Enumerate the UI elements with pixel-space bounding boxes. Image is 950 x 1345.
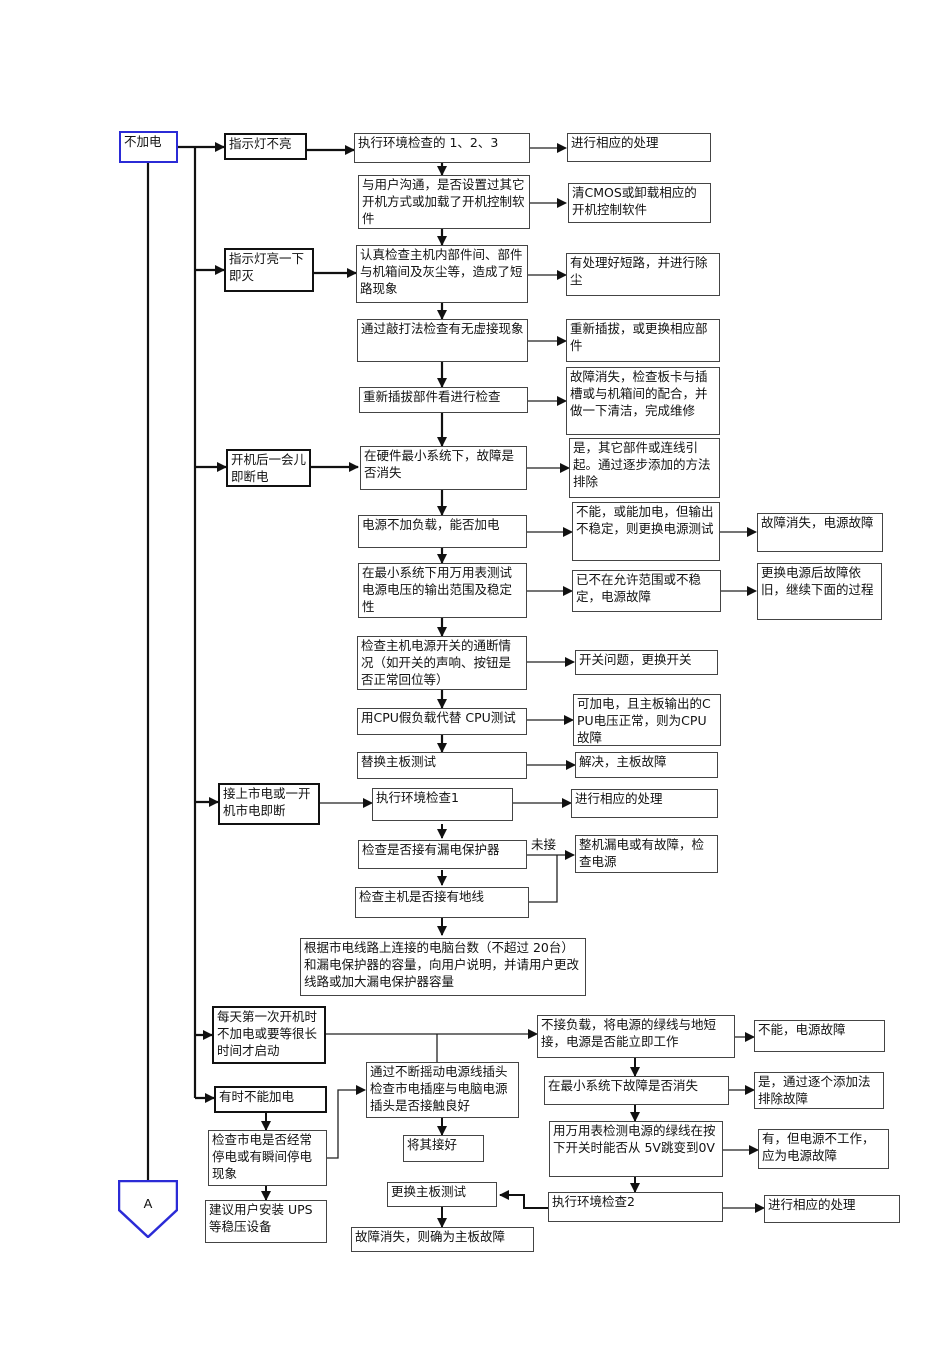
- result-handle[interactable]: 进行相应的处理: [567, 133, 711, 162]
- step-ground-wire[interactable]: 检查主机是否接有地线: [355, 887, 529, 918]
- result-reconnect[interactable]: 将其接好: [403, 1135, 484, 1162]
- connector-line: [529, 855, 558, 903]
- step-green-wire-short[interactable]: 不接负载，将电源的绿线与地短接，电源是否能立即工作: [537, 1015, 735, 1058]
- step-check-mains-outage[interactable]: 检查市电是否经常停电或有瞬间停电现象: [208, 1130, 327, 1186]
- step-leak-protector[interactable]: 检查是否接有漏电保护器: [358, 840, 527, 869]
- result-swap-psu[interactable]: 不能，或能加电，但输出不稳定，则更换电源测试: [572, 502, 720, 561]
- step-power-switch[interactable]: 检查主机电源开关的通断情况（如开关的声响、按钮是否正常回位等）: [357, 636, 527, 690]
- step-reseat[interactable]: 重新插拔部件看进行检查: [359, 387, 528, 413]
- result-env-check-1[interactable]: 进行相应的处理: [571, 789, 718, 818]
- step-advise-user-capacity[interactable]: 根据市电线路上连接的电脑台数（不超过 20台）和漏电保护器的容量，向用户说明，并…: [300, 938, 586, 996]
- step-wiggle-plug[interactable]: 通过不断摇动电源线插头检查市电插座与电脑电源插头是否接触良好: [366, 1062, 519, 1118]
- category-indicator-off[interactable]: 指示灯不亮: [224, 133, 307, 160]
- result-cpu-fault[interactable]: 可加电，且主板输出的CPU电压正常，则为CPU故障: [573, 694, 721, 746]
- step-short-circuit[interactable]: 认真检查主机内部件间、部件与机箱间及灰尘等，造成了短路现象: [356, 245, 528, 303]
- category-sometimes-no-power[interactable]: 有时不能加电: [214, 1086, 327, 1113]
- result-mb-fault-2[interactable]: 故障消失，则确为主板故障: [351, 1227, 534, 1252]
- step-ask-user[interactable]: 与用户沟通，是否设置过其它开机方式或加载了开机控制软件: [358, 175, 530, 229]
- result-continue[interactable]: 更换电源后故障依旧，继续下面的过程: [757, 563, 882, 620]
- category-power-off-soon[interactable]: 开机后一会儿即断电: [226, 449, 311, 487]
- result-clear-cmos[interactable]: 清CMOS或卸载相应的开机控制软件: [568, 183, 711, 223]
- root-node[interactable]: 不加电: [119, 131, 178, 163]
- offpage-connector-label: A: [143, 1196, 153, 1211]
- step-env-check-123[interactable]: 执行环境检查的 1、2、3: [354, 133, 530, 163]
- result-ups-advice[interactable]: 建议用户安装 UPS等稳压设备: [205, 1200, 327, 1243]
- result-reseat-replace[interactable]: 重新插拔，或更换相应部件: [566, 319, 720, 362]
- result-psu-fault-2[interactable]: 不能，电源故障: [754, 1020, 885, 1052]
- connector-line: [499, 1190, 548, 1209]
- result-mb-fault[interactable]: 解决，主板故障: [575, 752, 718, 778]
- step-env-check-1[interactable]: 执行环境检查1: [372, 788, 513, 821]
- branch-label-not-connected: 未接: [530, 837, 558, 853]
- category-indicator-blink[interactable]: 指示灯亮一下即灭: [224, 248, 314, 292]
- result-add-gradually[interactable]: 是，其它部件或连线引起。通过逐步添加的方法排除: [569, 438, 720, 498]
- step-env-check-2[interactable]: 执行环境检查2: [548, 1192, 723, 1222]
- result-replace-switch[interactable]: 开关问题，更换开关: [575, 650, 718, 675]
- offpage-connector-icon: [118, 1180, 178, 1238]
- step-min-system-2[interactable]: 在最小系统下故障是否消失: [544, 1076, 729, 1105]
- result-out-of-range[interactable]: 已不在允许范围或不稳定，电源故障: [572, 570, 721, 612]
- result-add-one-by-one[interactable]: 是，通过逐个添加法排除故障: [754, 1072, 884, 1109]
- result-clean-repair[interactable]: 故障消失，检查板卡与插槽或与机箱间的配合，并做一下清洁，完成维修: [566, 367, 720, 435]
- step-min-system[interactable]: 在硬件最小系统下，故障是否消失: [360, 446, 527, 490]
- step-psu-no-load[interactable]: 电源不加负载，能否加电: [358, 515, 527, 548]
- step-5v-to-0v[interactable]: 用万用表检测电源的绿线在按下开关时能否从 5V跳变到0V: [549, 1121, 723, 1177]
- category-first-boot[interactable]: 每天第一次开机时不加电或要等很长时间才启动: [212, 1006, 326, 1064]
- result-env-check-2[interactable]: 进行相应的处理: [764, 1195, 900, 1223]
- connector-line: [327, 1085, 366, 1159]
- step-tap-test[interactable]: 通过敲打法检查有无虚接现象: [357, 319, 528, 362]
- result-psu-fault[interactable]: 故障消失，电源故障: [757, 513, 883, 552]
- step-replace-mb[interactable]: 替换主板测试: [357, 752, 527, 779]
- result-leakage[interactable]: 整机漏电或有故障，检查电源: [575, 835, 718, 873]
- step-cpu-dummy[interactable]: 用CPU假负载代替 CPU测试: [357, 708, 527, 735]
- step-multimeter[interactable]: 在最小系统下用万用表测试电源电压的输出范围及稳定性: [358, 563, 527, 618]
- result-psu-not-working[interactable]: 有，但电源不工作，应为电源故障: [758, 1129, 889, 1169]
- category-mains-trip[interactable]: 接上市电或一开机市电即断: [218, 783, 320, 825]
- result-fix-short[interactable]: 有处理好短路，并进行除尘: [566, 253, 720, 296]
- step-replace-mb-2[interactable]: 更换主板测试: [387, 1182, 497, 1207]
